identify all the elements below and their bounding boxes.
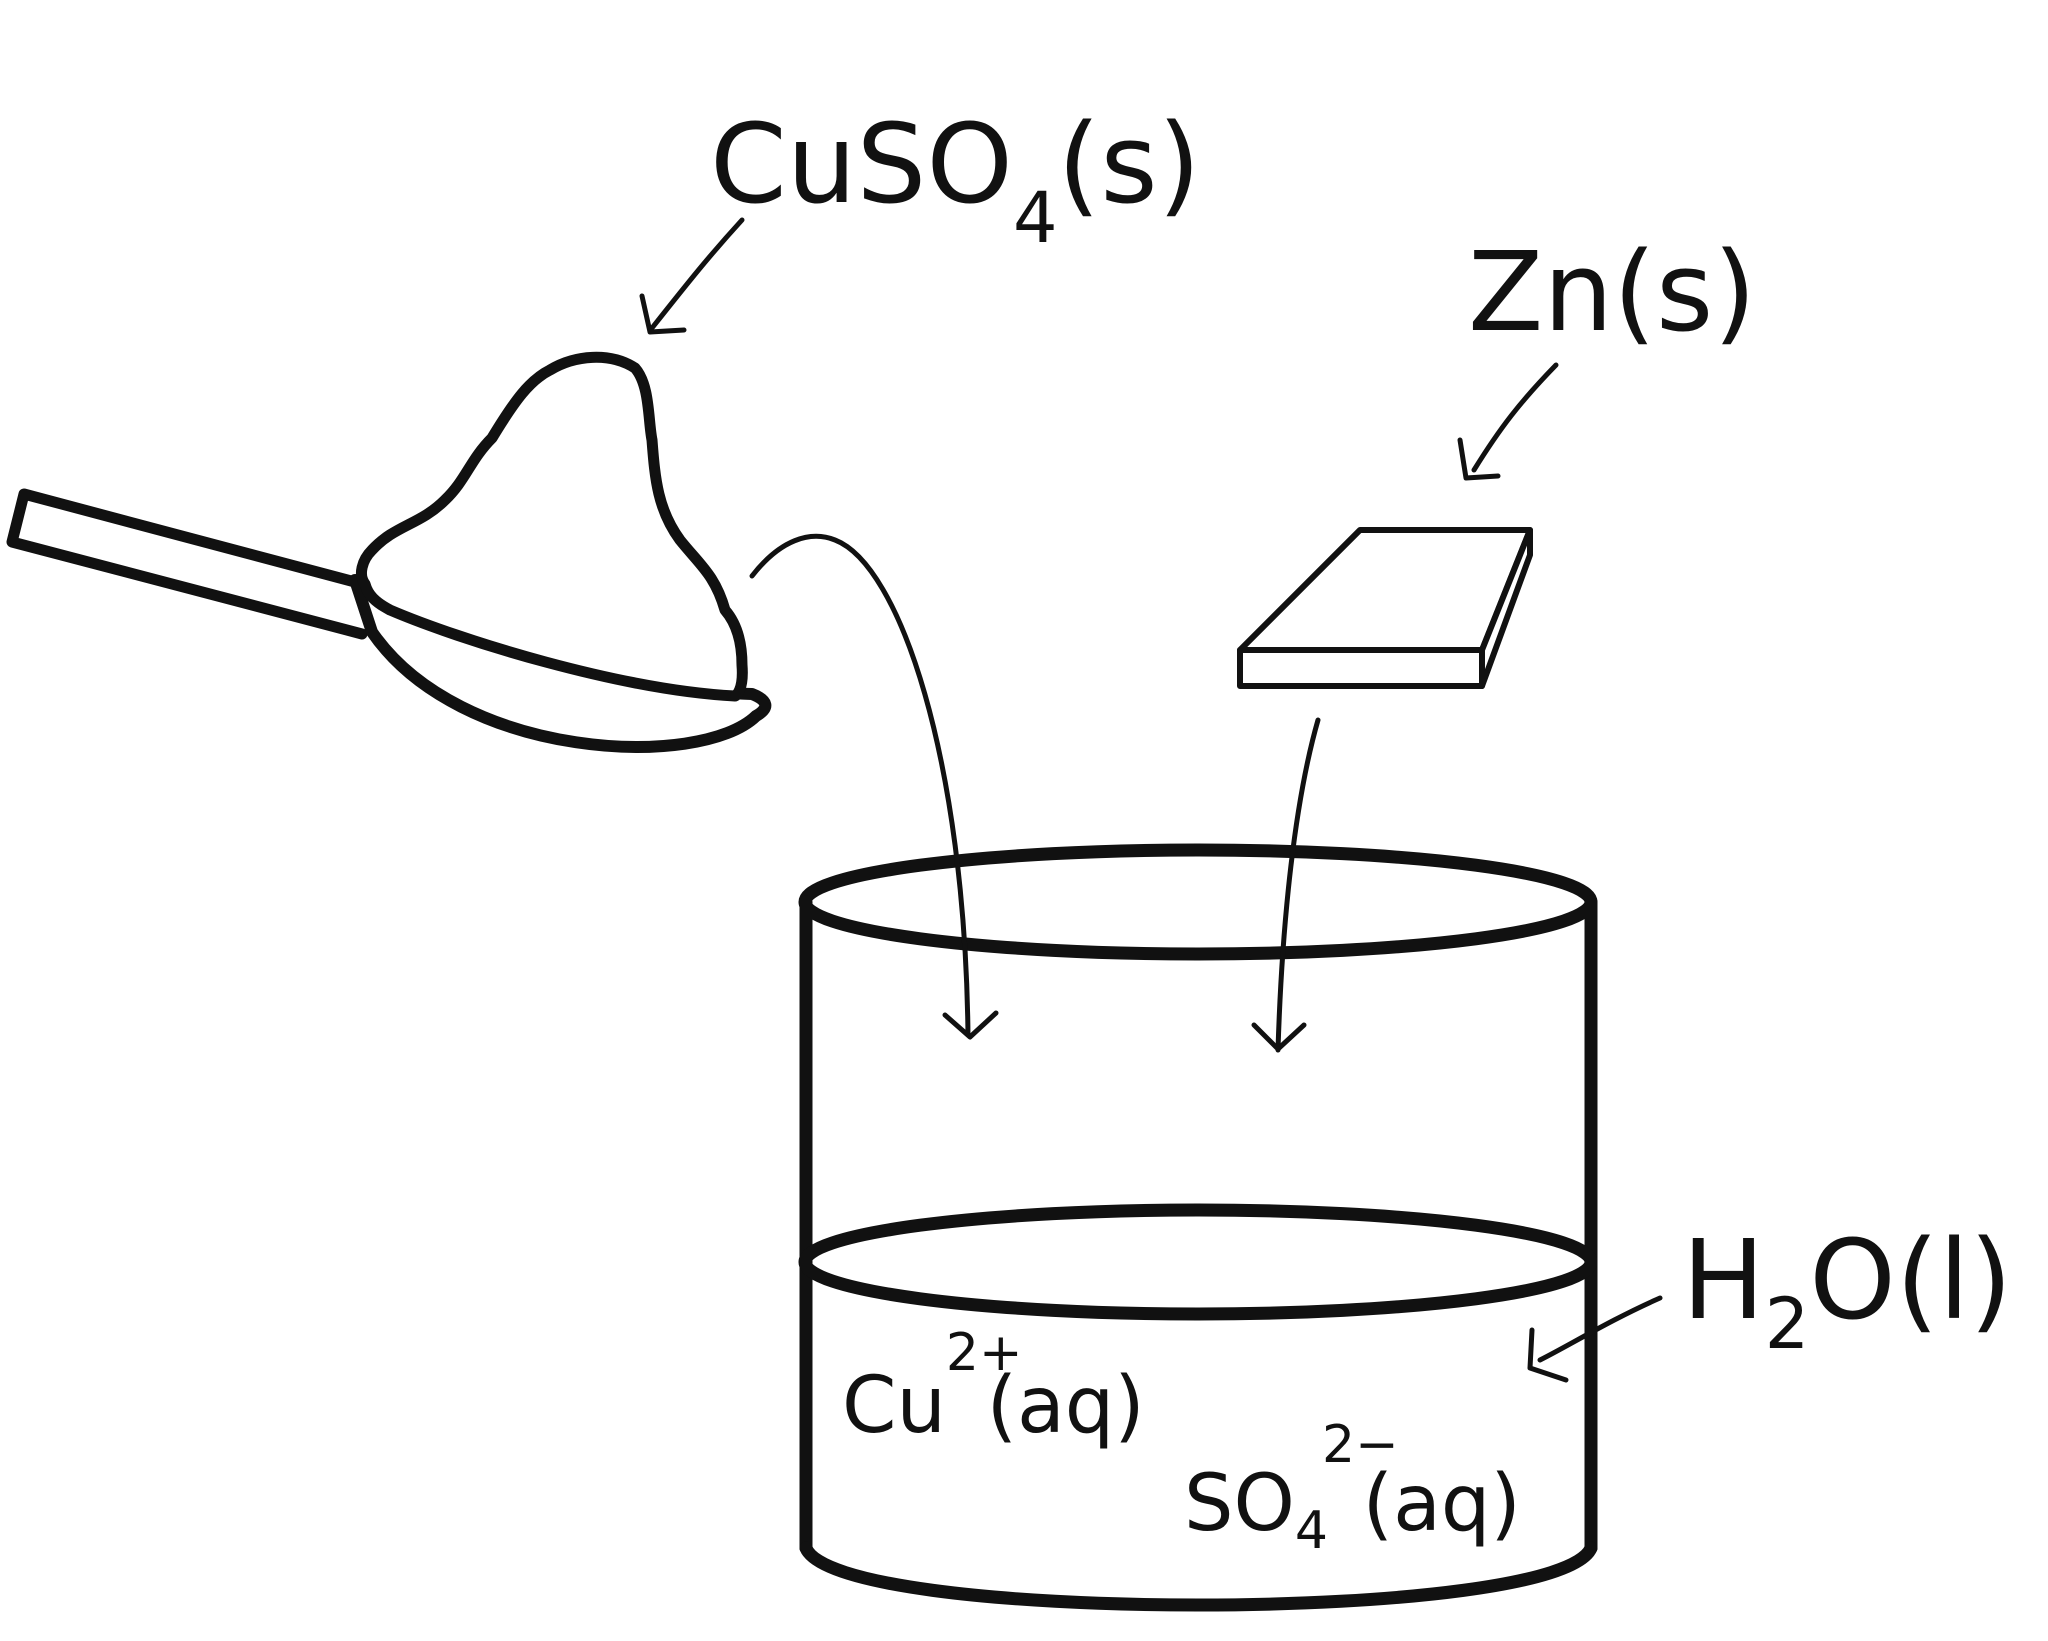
so4-ion-label: SO4 2−(aq) [1184,1415,1521,1561]
beaker [798,843,1598,1612]
powder-drop-arrow [749,533,971,1038]
zn-pointer-arrow [1471,362,1559,473]
beaker-bottom [799,1541,1598,1612]
zinc-drop-arrow [1275,717,1321,1053]
water-surface [798,1203,1598,1321]
h2o-pointer-head [1527,1327,1569,1383]
h2o-label-h: H [1682,1216,1765,1344]
cuso4-pointer-head [639,293,687,335]
cu-ion-sup: 2+ [946,1323,1023,1383]
cuso4-label: CuSO4(s) [710,100,1201,259]
powder-drop-head [942,1010,999,1040]
h2o-label-sub: 2 [1765,1283,1810,1365]
zinc-plate [1237,527,1533,689]
h2o-label-tail: O(l) [1809,1216,2012,1344]
h2o-pointer-arrow [1537,1295,1663,1363]
h2o-label: H2O(l) [1682,1216,2012,1365]
cu-ion-label: Cu2+(aq) [842,1323,1145,1451]
cuso4-label-tail: (s) [1057,100,1200,228]
so4-ion-sup: 2− [1322,1415,1399,1475]
cu-ion-tail: (aq) [987,1361,1145,1451]
zn-label: Zn(s) [1468,228,1756,356]
cuso4-label-sub: 4 [1013,177,1058,259]
cu-ion-main: Cu [842,1361,946,1451]
zinc-drop-head [1251,1022,1307,1052]
zn-pointer-head [1457,437,1501,481]
cuso4-pointer-arrow [649,217,745,331]
so4-ion-sub: 4 [1295,1501,1328,1561]
cuso4-label-main: CuSO [710,100,1013,228]
zinc-plate-front [1237,647,1485,689]
zinc-plate-side [1479,527,1533,689]
cuso4-powder-pile [356,351,748,702]
spoon-handle [6,488,376,640]
so4-ion-main: SO [1184,1459,1295,1549]
beaker-rim [798,843,1598,961]
arrows [639,217,1663,1383]
so4-ion-tail: (aq) [1363,1459,1521,1549]
